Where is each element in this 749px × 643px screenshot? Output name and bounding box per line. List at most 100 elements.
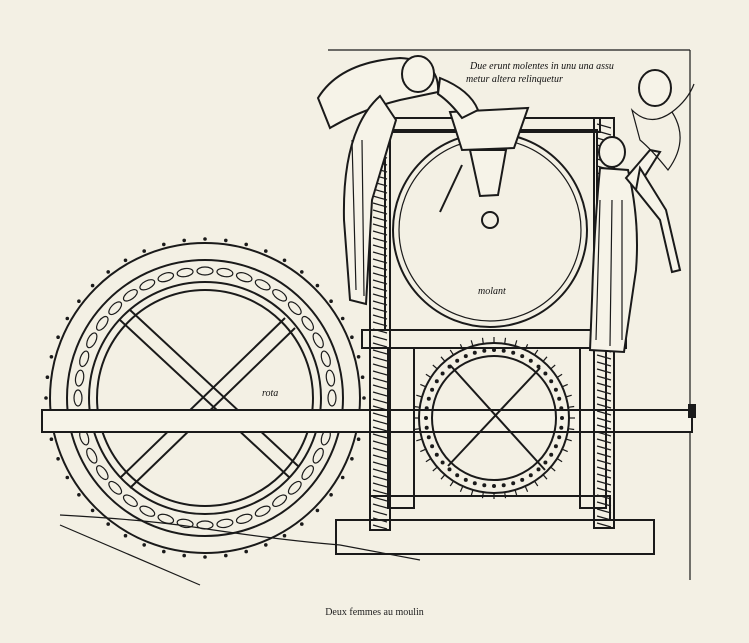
hatch-line: [596, 389, 612, 395]
hatch-line: [596, 424, 612, 430]
wheel-paddle: [196, 266, 214, 276]
wheel-rivet: [224, 553, 228, 558]
wheel-paddle: [176, 518, 194, 529]
gear-cog: [482, 483, 487, 488]
wheel-rivet: [315, 508, 320, 513]
hatch-line: [596, 466, 612, 472]
gear-cog: [426, 396, 431, 401]
wheel-rivet: [362, 396, 366, 400]
wheel-rivet: [45, 375, 50, 380]
wheel-rivet: [282, 258, 287, 263]
wheel-rivet: [65, 475, 70, 480]
wheel-rivet: [244, 549, 248, 554]
hatch-line: [596, 382, 612, 388]
gear-cog: [557, 435, 562, 440]
hatch-line: [372, 496, 388, 502]
wheel-rivet: [340, 475, 345, 480]
gear-tooth: [413, 405, 420, 408]
gear-cog: [549, 452, 554, 457]
axle: [41, 404, 696, 433]
hatch-line: [372, 482, 388, 488]
hatch-line: [372, 349, 388, 355]
hatch-line: [596, 480, 612, 486]
wheel-rivet: [90, 283, 95, 288]
wheel-paddle: [272, 288, 288, 302]
wheel-rivet: [162, 242, 166, 247]
wheel-rivet: [49, 355, 54, 359]
hatch-line: [372, 356, 388, 362]
gear-wheel: [413, 337, 575, 499]
wheel-rivet: [44, 396, 48, 400]
wheel-paddle: [235, 513, 253, 524]
wheel-rivet: [329, 493, 333, 497]
hatch-line: [372, 475, 388, 481]
wheel-paddle: [157, 272, 175, 283]
gear-tooth: [481, 337, 484, 344]
hatch-line: [372, 454, 388, 460]
wheel-rivet: [77, 493, 81, 497]
wheel-rivet: [315, 283, 320, 288]
gear-tooth: [542, 356, 548, 362]
wheel-paddle: [320, 350, 331, 368]
hatch-line: [372, 216, 388, 222]
gear-tooth: [550, 364, 556, 370]
hatch-line: [596, 473, 612, 479]
hatch-line: [596, 452, 612, 458]
gear-cog: [557, 396, 562, 401]
wheel-rivet: [300, 522, 304, 526]
gear-cog: [543, 460, 548, 465]
wheel-rivet: [203, 237, 207, 241]
hatch-line: [596, 522, 612, 528]
hatch-line: [372, 237, 388, 243]
gear-cog: [430, 387, 435, 392]
gear-tooth: [524, 344, 529, 351]
gear-tooth: [561, 383, 568, 388]
millstone-label: molant: [478, 286, 506, 297]
hatch-line: [596, 459, 612, 465]
gear-cog: [553, 444, 558, 449]
wheel-paddle: [95, 315, 109, 331]
plate-border: [328, 49, 691, 580]
gear-tooth: [440, 356, 446, 362]
gear-cog: [463, 477, 468, 482]
gear-tooth: [449, 480, 455, 487]
angel-figure: [630, 69, 695, 171]
gear-tooth: [514, 340, 518, 347]
hatch-line: [372, 244, 388, 250]
gear-tooth: [561, 448, 568, 453]
gear-tooth: [556, 373, 563, 379]
hatch-line: [372, 468, 388, 474]
wheel-paddle: [86, 332, 98, 349]
gear-tooth: [481, 492, 484, 499]
wheel-paddle: [86, 447, 98, 464]
wheel-paddle: [301, 465, 315, 481]
hatch-line: [372, 258, 388, 264]
gear-tooth: [504, 492, 507, 499]
hatch-line: [596, 361, 612, 367]
hatch-line: [372, 307, 388, 313]
wheel-rivet: [282, 533, 287, 538]
gear-tooth: [568, 405, 575, 408]
gear-cog: [455, 473, 460, 478]
hatch-line: [596, 410, 612, 416]
gear-cog: [447, 467, 452, 472]
wheel-paddle: [254, 505, 271, 517]
wheel-rivet: [182, 553, 186, 558]
gear-cogs: [413, 337, 575, 499]
wheel-rivet: [350, 457, 354, 461]
wheel-paddle: [139, 505, 156, 517]
wheel-paddle: [301, 315, 315, 331]
wheel-rivet: [356, 355, 361, 359]
hatch-line: [596, 354, 612, 360]
wheel-rivet: [224, 238, 228, 243]
gear-tooth: [449, 349, 455, 356]
hatch-line: [596, 494, 612, 500]
hatch-line: [372, 489, 388, 495]
hatch-line: [372, 300, 388, 306]
wheel-rivet: [300, 270, 304, 274]
hatch-line: [372, 440, 388, 446]
hatch-line: [372, 328, 388, 334]
gear-tooth: [416, 438, 423, 442]
wheel-rivet: [329, 299, 333, 304]
gear-cog: [549, 379, 554, 384]
